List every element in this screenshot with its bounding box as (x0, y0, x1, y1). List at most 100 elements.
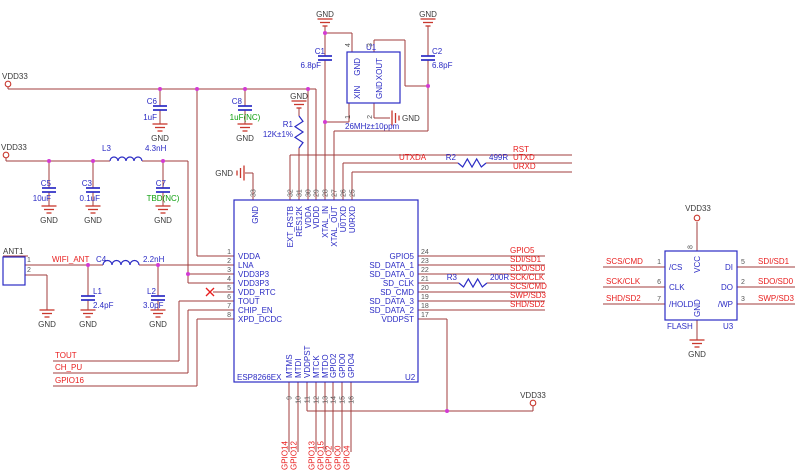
pin-number-5: 5 (741, 259, 745, 266)
label-sd-data-0: SD_DATA_0 (369, 270, 414, 279)
pin-number-32: 32 (288, 189, 295, 197)
label-c3: C3 (82, 179, 93, 188)
label-12k-1: 12K±1% (263, 130, 293, 139)
label-vdda: VDDA (304, 205, 313, 228)
pin-number-6: 6 (227, 294, 231, 301)
pin-number-2: 2 (227, 258, 231, 265)
net-label-scs-cmd: SCS/CMD (606, 257, 643, 266)
pin-number-4: 4 (345, 43, 352, 47)
junction-dot (156, 263, 160, 267)
label-l2: L2 (147, 287, 156, 296)
label-hold: /HOLD (669, 300, 694, 309)
label-6-8pf: 6.8pF (301, 61, 322, 70)
label-gnd: GND (375, 81, 384, 99)
label-l1: L1 (93, 287, 102, 296)
net-label-shd-sd2: SHD/SD2 (606, 294, 641, 303)
label-u3: U3 (723, 322, 734, 331)
pin-number-9: 9 (287, 396, 294, 400)
pin-number-2: 2 (367, 115, 374, 119)
label-3-0pf: 3.0pF (143, 301, 164, 310)
label-r3: R3 (447, 273, 458, 282)
pin-number-30: 30 (306, 189, 313, 197)
label-wp: /WP (718, 300, 733, 309)
pin-number-3: 3 (367, 43, 374, 47)
power-port-icon (529, 399, 537, 407)
net-label-gpio2: GPIO2 (325, 445, 334, 470)
label-c5: C5 (41, 179, 52, 188)
resistor-symbol (458, 277, 488, 289)
label-c1: C1 (315, 47, 326, 56)
label-1uf-nc: 1uF(NC) (230, 113, 261, 122)
label-4-3nh: 4.3nH (145, 144, 167, 153)
junction-dot (91, 159, 95, 163)
label-u0rxd: U0RXD (348, 206, 357, 233)
label-xin: XIN (353, 85, 362, 99)
pin-number-12: 12 (314, 396, 321, 404)
label-u0txd: U0TXD (339, 206, 348, 232)
label-gnd: GND (693, 299, 702, 317)
pin-number-2: 2 (27, 267, 31, 274)
ground-label: GND (38, 320, 56, 329)
pin-number-7: 7 (227, 303, 231, 310)
pin-number-25: 25 (350, 189, 357, 197)
ant1-outline (2, 256, 26, 286)
net-label-urxd: URXD (513, 162, 536, 171)
label-gpio5: GPIO5 (390, 252, 415, 261)
junction-dot (323, 120, 327, 124)
label-tbd-nc: TBD(NC) (147, 194, 180, 203)
pin-number-4: 4 (227, 276, 231, 283)
label-gnd: GND (251, 206, 260, 224)
label-vddpst: VDDPST (382, 315, 415, 324)
ground-label: GND (79, 320, 97, 329)
pin-number-29: 29 (314, 189, 321, 197)
pin-number-10: 10 (296, 396, 303, 404)
label-c2: C2 (432, 47, 443, 56)
power-port-icon (4, 80, 12, 88)
pin-number-19: 19 (421, 294, 429, 301)
label-vcc: VCC (693, 256, 702, 273)
pin-number-31: 31 (297, 189, 304, 197)
label-mtck: MTCK (312, 355, 321, 378)
net-label-shd-sd2: SHD/SD2 (510, 300, 545, 309)
label-499r: 499R (489, 153, 508, 162)
label-mtms: MTMS (285, 354, 294, 378)
power-port-label: VDD33 (685, 204, 711, 213)
pin-number-33: 33 (251, 189, 258, 197)
pin-number-18: 18 (421, 303, 429, 310)
junction-dot (243, 87, 247, 91)
label-xout: XOUT (375, 58, 384, 80)
net-label-sdi-sd1: SDI/SD1 (758, 257, 790, 266)
net-label-gpio13: GPIO13 (308, 441, 317, 470)
label-c8: C8 (232, 97, 243, 106)
label-u2: U2 (405, 373, 416, 382)
label-di: DI (725, 263, 733, 272)
u3-flash-outline (664, 250, 738, 321)
label-r2: R2 (446, 153, 457, 162)
ground-label: GND (316, 10, 334, 19)
pin-number-14: 14 (331, 396, 338, 404)
label-sd-data-1: SD_DATA_1 (369, 261, 414, 270)
resistor-symbol (293, 115, 305, 149)
no-erc-cross-icon (205, 287, 215, 297)
net-label-gpio4: GPIO4 (343, 445, 352, 470)
pin-number-20: 20 (421, 285, 429, 292)
pin-number-2: 2 (741, 279, 745, 286)
label-200r: 200R (490, 273, 509, 282)
ground-label: GND (215, 169, 233, 178)
net-label-gpio0: GPIO0 (334, 445, 343, 470)
pin-number-23: 23 (421, 258, 429, 265)
net-label-gpio14: GPIO14 (281, 441, 290, 470)
net-label-sck-clk: SCK/CLK (510, 273, 545, 282)
net-label-sdi-sd1: SDI/SD1 (510, 255, 542, 264)
ground-label: GND (40, 216, 58, 225)
u1-crystal-outline (346, 51, 401, 104)
label-vddpst: VDDPST (303, 345, 312, 378)
resistor-symbol (457, 157, 487, 169)
net-label-rst: RST (513, 145, 529, 154)
ground-label: GND (290, 92, 308, 101)
net-label-swp-sd3: SWP/SD3 (510, 291, 547, 300)
ground-label: GND (151, 134, 169, 143)
label-l3: L3 (102, 144, 111, 153)
label-mtdi: MTDI (294, 358, 303, 378)
